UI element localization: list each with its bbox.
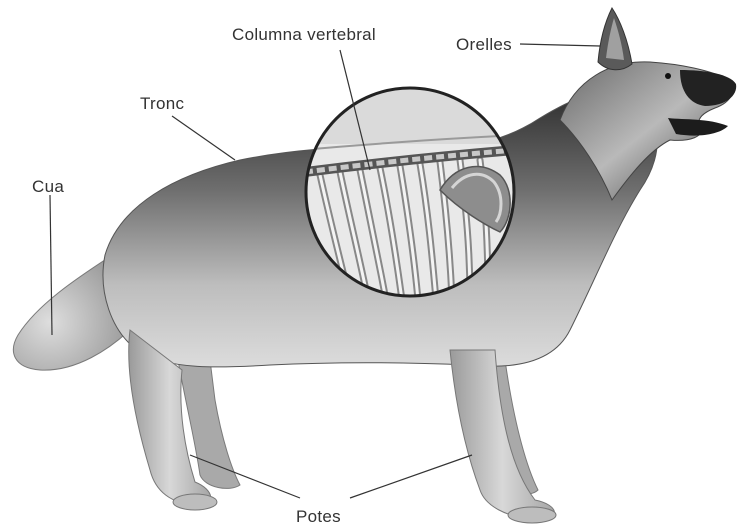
leader-line-orelles [520, 44, 600, 46]
leader-line-potes-front [350, 455, 472, 498]
leader-line-tronc [172, 116, 235, 160]
label-tronc: Tronc [140, 95, 184, 112]
label-cua: Cua [32, 178, 64, 195]
label-potes: Potes [296, 508, 341, 525]
dog-paw-hind [173, 494, 217, 510]
dog-eye [665, 73, 671, 79]
label-columna-vertebral: Columna vertebral [232, 26, 376, 43]
dog-mouth [668, 118, 728, 136]
label-orelles: Orelles [456, 36, 512, 53]
dog-paw-front [508, 507, 556, 523]
